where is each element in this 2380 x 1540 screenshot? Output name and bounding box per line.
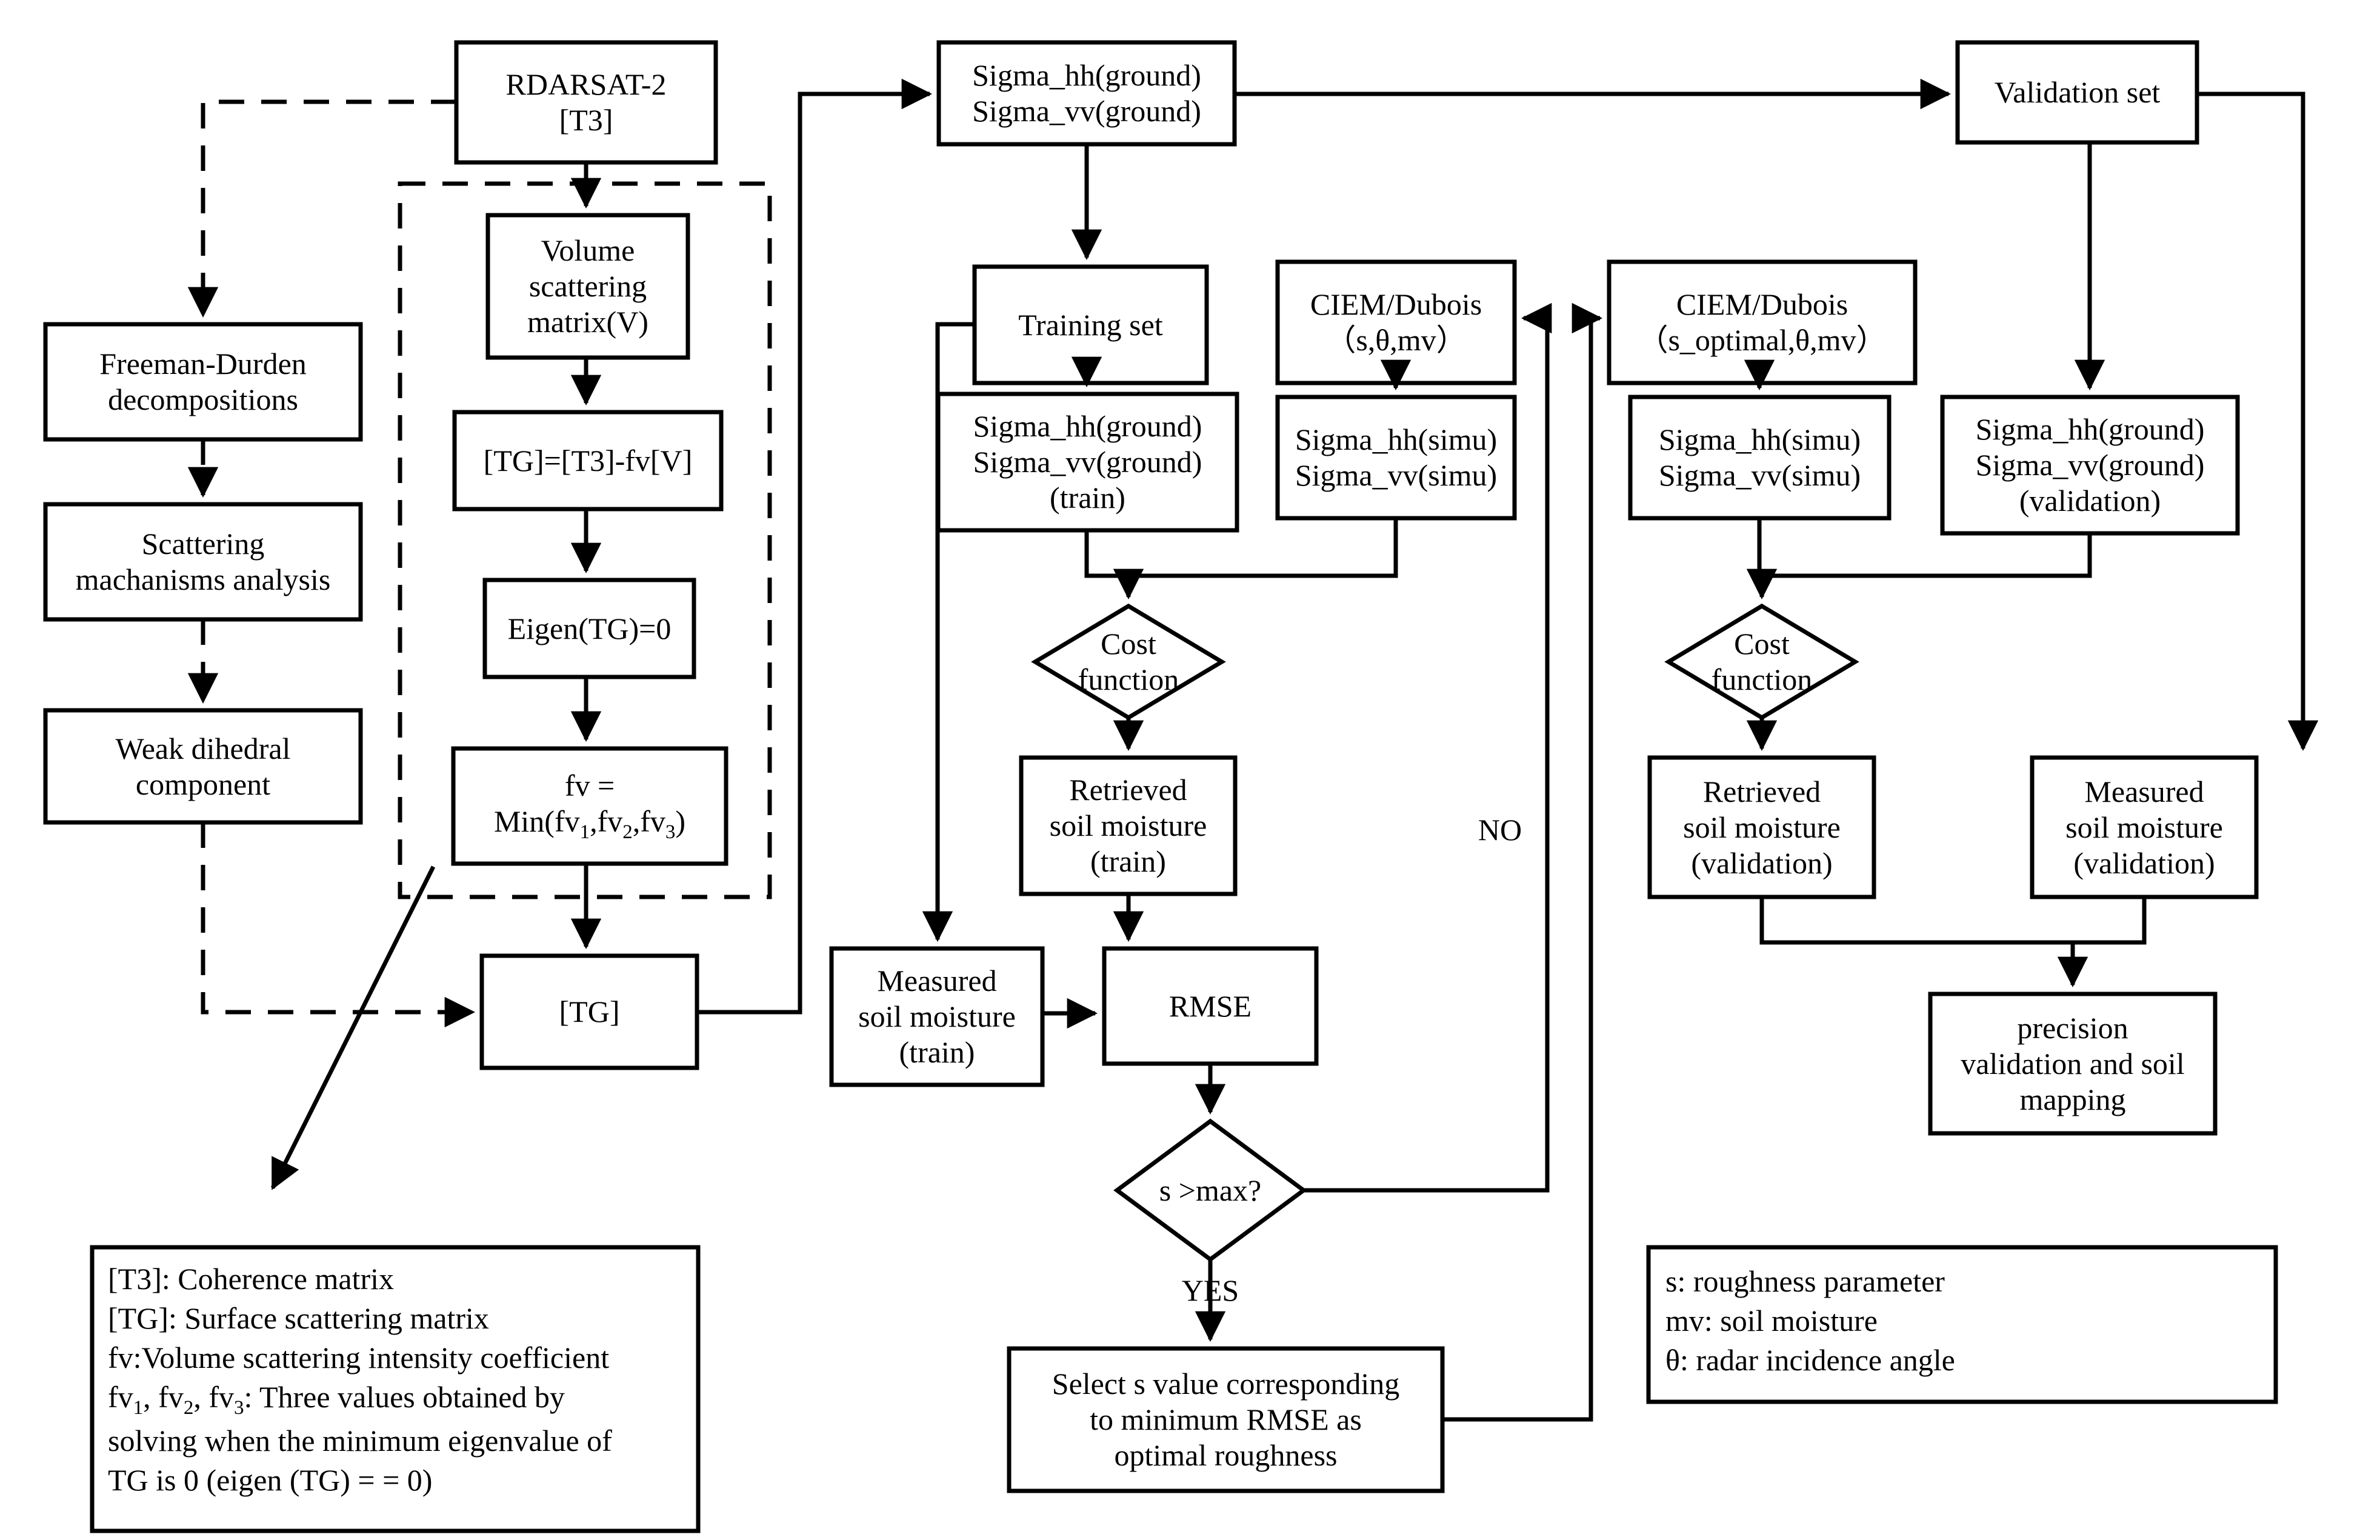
node-sigma-simu-validation bbox=[1628, 395, 1892, 521]
edge-decision-no-to-ciem bbox=[1304, 302, 1552, 1193]
edge-sigmasimu-down bbox=[1128, 518, 1398, 578]
edge-fv-annotation-pointer bbox=[270, 865, 436, 1190]
node-tg-equation bbox=[452, 410, 724, 512]
legend-right-text: s: roughness parameter mv: soil moisture… bbox=[1665, 1262, 2265, 1380]
node-eigen bbox=[482, 578, 696, 679]
dashed-group-box bbox=[398, 181, 772, 899]
edge-measuredval-down bbox=[2073, 897, 2147, 945]
legend-right-frame bbox=[1646, 1245, 2278, 1404]
edge-label-no: NO bbox=[1478, 813, 1522, 847]
legend-left-frame bbox=[90, 1245, 701, 1533]
node-precision bbox=[1928, 992, 2218, 1136]
edge-weak-to-tg bbox=[201, 822, 476, 1028]
node-validation-set bbox=[1955, 40, 2199, 145]
node-rmse bbox=[1102, 946, 1319, 1066]
node-sigma-ground-validation bbox=[1940, 395, 2240, 536]
node-retrieved-train bbox=[1019, 755, 1238, 896]
legend-left-line-1: [TG]: Surface scattering matrix bbox=[108, 1301, 489, 1335]
legend-left-line-3: fv1, fv2, fv3: Three values obtained by bbox=[108, 1380, 565, 1419]
legend-left-line-2: fv:Volume scattering intensity coefficie… bbox=[108, 1341, 610, 1375]
node-s-max-decision bbox=[1113, 1118, 1307, 1262]
node-retrieved-validation bbox=[1647, 755, 1876, 899]
legend-right-line-0: s: roughness parameter bbox=[1665, 1264, 1945, 1298]
node-select-s bbox=[1007, 1346, 1445, 1493]
node-measured-validation bbox=[2030, 755, 2259, 899]
edge-tg-to-sigma-ground-top bbox=[697, 78, 933, 1015]
node-sigma-simu-train bbox=[1275, 395, 1517, 521]
node-tg bbox=[479, 953, 699, 1070]
edge-validation-to-measured-val bbox=[2197, 92, 2319, 752]
node-volume-matrix bbox=[485, 213, 690, 360]
legend-left-line-4: solving when the minimum eigenvalue of bbox=[108, 1423, 612, 1458]
node-measured-train bbox=[829, 946, 1045, 1087]
edge-select-to-ciem-optimal bbox=[1442, 302, 1603, 1422]
legend-right-line-2: θ: radar incidence angle bbox=[1665, 1343, 1955, 1377]
node-sigma-ground-train bbox=[936, 392, 1239, 533]
node-freeman bbox=[43, 322, 363, 442]
legend-right-line-1: mv: soil moisture bbox=[1665, 1304, 1878, 1338]
legend-left-line-0: [T3]: Coherence matrix bbox=[108, 1262, 395, 1296]
node-training-set bbox=[972, 264, 1209, 385]
edge-sigmatrain-down bbox=[1084, 530, 1128, 578]
edge-label-yes: YES bbox=[1181, 1273, 1239, 1307]
edge-sigmasimuval-down bbox=[1757, 518, 1762, 578]
edge-training-to-measured-train bbox=[922, 322, 975, 942]
node-ciem-dubois bbox=[1275, 259, 1517, 385]
node-cost-function-train bbox=[1031, 603, 1226, 721]
node-weak-dihedral bbox=[43, 708, 363, 825]
legend-left-line-5: TG is 0 (eigen (TG) = = 0) bbox=[108, 1462, 433, 1497]
node-fv-min bbox=[451, 746, 728, 866]
node-cost-function-validation bbox=[1664, 603, 1859, 721]
edge-radarsat-to-freeman bbox=[187, 99, 456, 318]
edge-sigmagroundval-down bbox=[1762, 533, 2092, 578]
node-sigma-ground-top bbox=[936, 40, 1237, 147]
legend-left-text: [T3]: Coherence matrix [TG]: Surface sca… bbox=[108, 1259, 690, 1500]
node-radarsat bbox=[454, 40, 718, 165]
node-ciem-dubois-optimal bbox=[1607, 259, 1918, 385]
node-scattering-analysis bbox=[43, 502, 363, 622]
edge-retrievedval-down bbox=[1759, 897, 2073, 945]
